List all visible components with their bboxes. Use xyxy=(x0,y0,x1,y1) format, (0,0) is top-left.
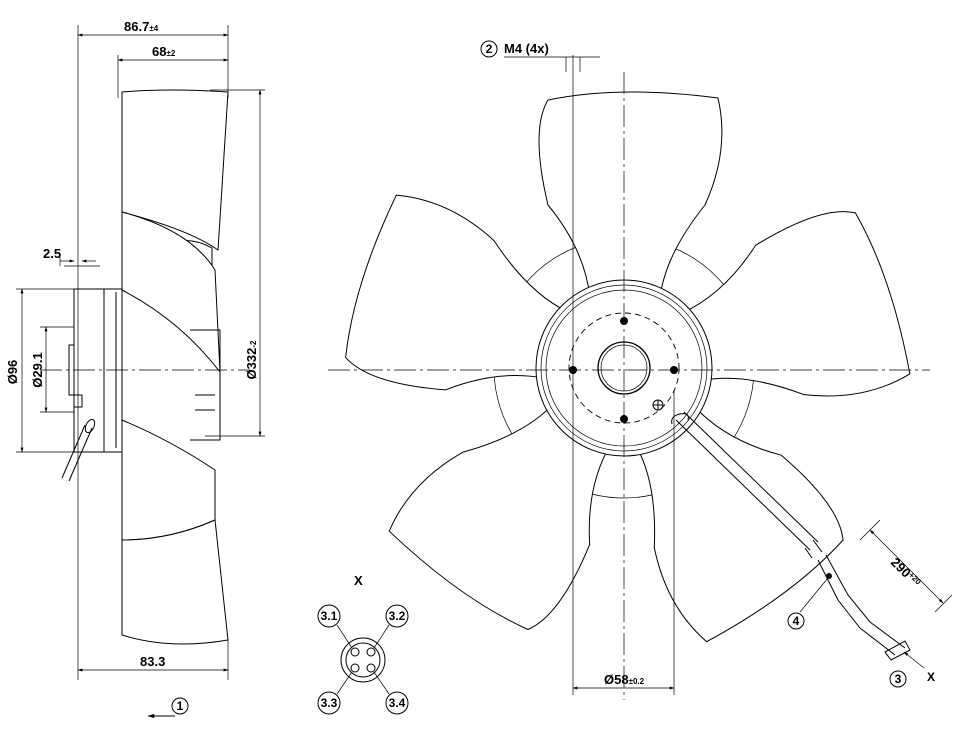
pin-label-3-2: 3.2 xyxy=(389,609,406,623)
dim-rotor-width: 68±2 xyxy=(152,44,176,59)
side-blade-low xyxy=(121,419,216,541)
pin-3-3 xyxy=(350,663,360,673)
view-marker: X xyxy=(927,670,935,684)
pin-label-3-3: 3.3 xyxy=(321,696,338,710)
dim-diameter-29: Ø29.1 xyxy=(30,352,45,387)
side-cable xyxy=(61,424,86,479)
pin-label-3-4: 3.4 xyxy=(389,696,406,710)
bolt-circle xyxy=(568,312,680,424)
callout-airflow-circle xyxy=(171,697,189,715)
connector-outer xyxy=(340,637,386,683)
pin-label-3-1: 3.1 xyxy=(321,609,338,623)
front-blade-5 xyxy=(345,194,570,391)
callout-cable-circle xyxy=(787,612,805,630)
front-blade-2 xyxy=(679,211,911,397)
connector-detail: X 3.1 3.2 3.3 3.4 xyxy=(317,573,409,715)
dim-bolt-circle: Ø58±0.2 xyxy=(604,672,645,687)
dim-overall-width: 86.7±4 xyxy=(124,19,159,34)
side-blade-bottom xyxy=(121,519,229,645)
front-blade-1 xyxy=(538,91,723,299)
callout-screw: 2 xyxy=(486,42,493,56)
pin-3-4 xyxy=(366,663,376,673)
pin-3-1 xyxy=(350,647,360,657)
dim-bottom-width: 83.3 xyxy=(140,654,165,669)
side-view: 86.7±4 68±2 2.5 Ø96 Ø29.1 Ø332-2 83.3 1 xyxy=(5,19,265,719)
dim-diameter-96: Ø96 xyxy=(5,360,20,385)
pin-3-2 xyxy=(366,647,376,657)
callout-airflow: 1 xyxy=(177,699,184,713)
side-blade-top xyxy=(121,89,229,251)
motor-housing xyxy=(73,288,123,453)
callout-connector: 3 xyxy=(895,672,902,686)
connector-title: X xyxy=(354,573,363,588)
connector-plug xyxy=(884,640,911,661)
front-blades xyxy=(345,91,911,643)
front-cable xyxy=(671,411,911,661)
dim-offset: 2.5 xyxy=(43,246,61,261)
callout-screw-circle xyxy=(480,40,498,58)
callout-connector-circle xyxy=(889,670,907,688)
front-view: 2 M4 (4x) Ø58±0.2 290+20 4 3 X xyxy=(328,40,953,700)
dim-fan-diameter: Ø332-2 xyxy=(244,340,259,379)
dim-cable-length: 290+20 xyxy=(888,555,924,591)
front-blade-4 xyxy=(388,402,612,631)
front-blade-3 xyxy=(635,403,844,643)
screw-label: M4 (4x) xyxy=(504,41,549,56)
callout-cable: 4 xyxy=(793,614,800,628)
